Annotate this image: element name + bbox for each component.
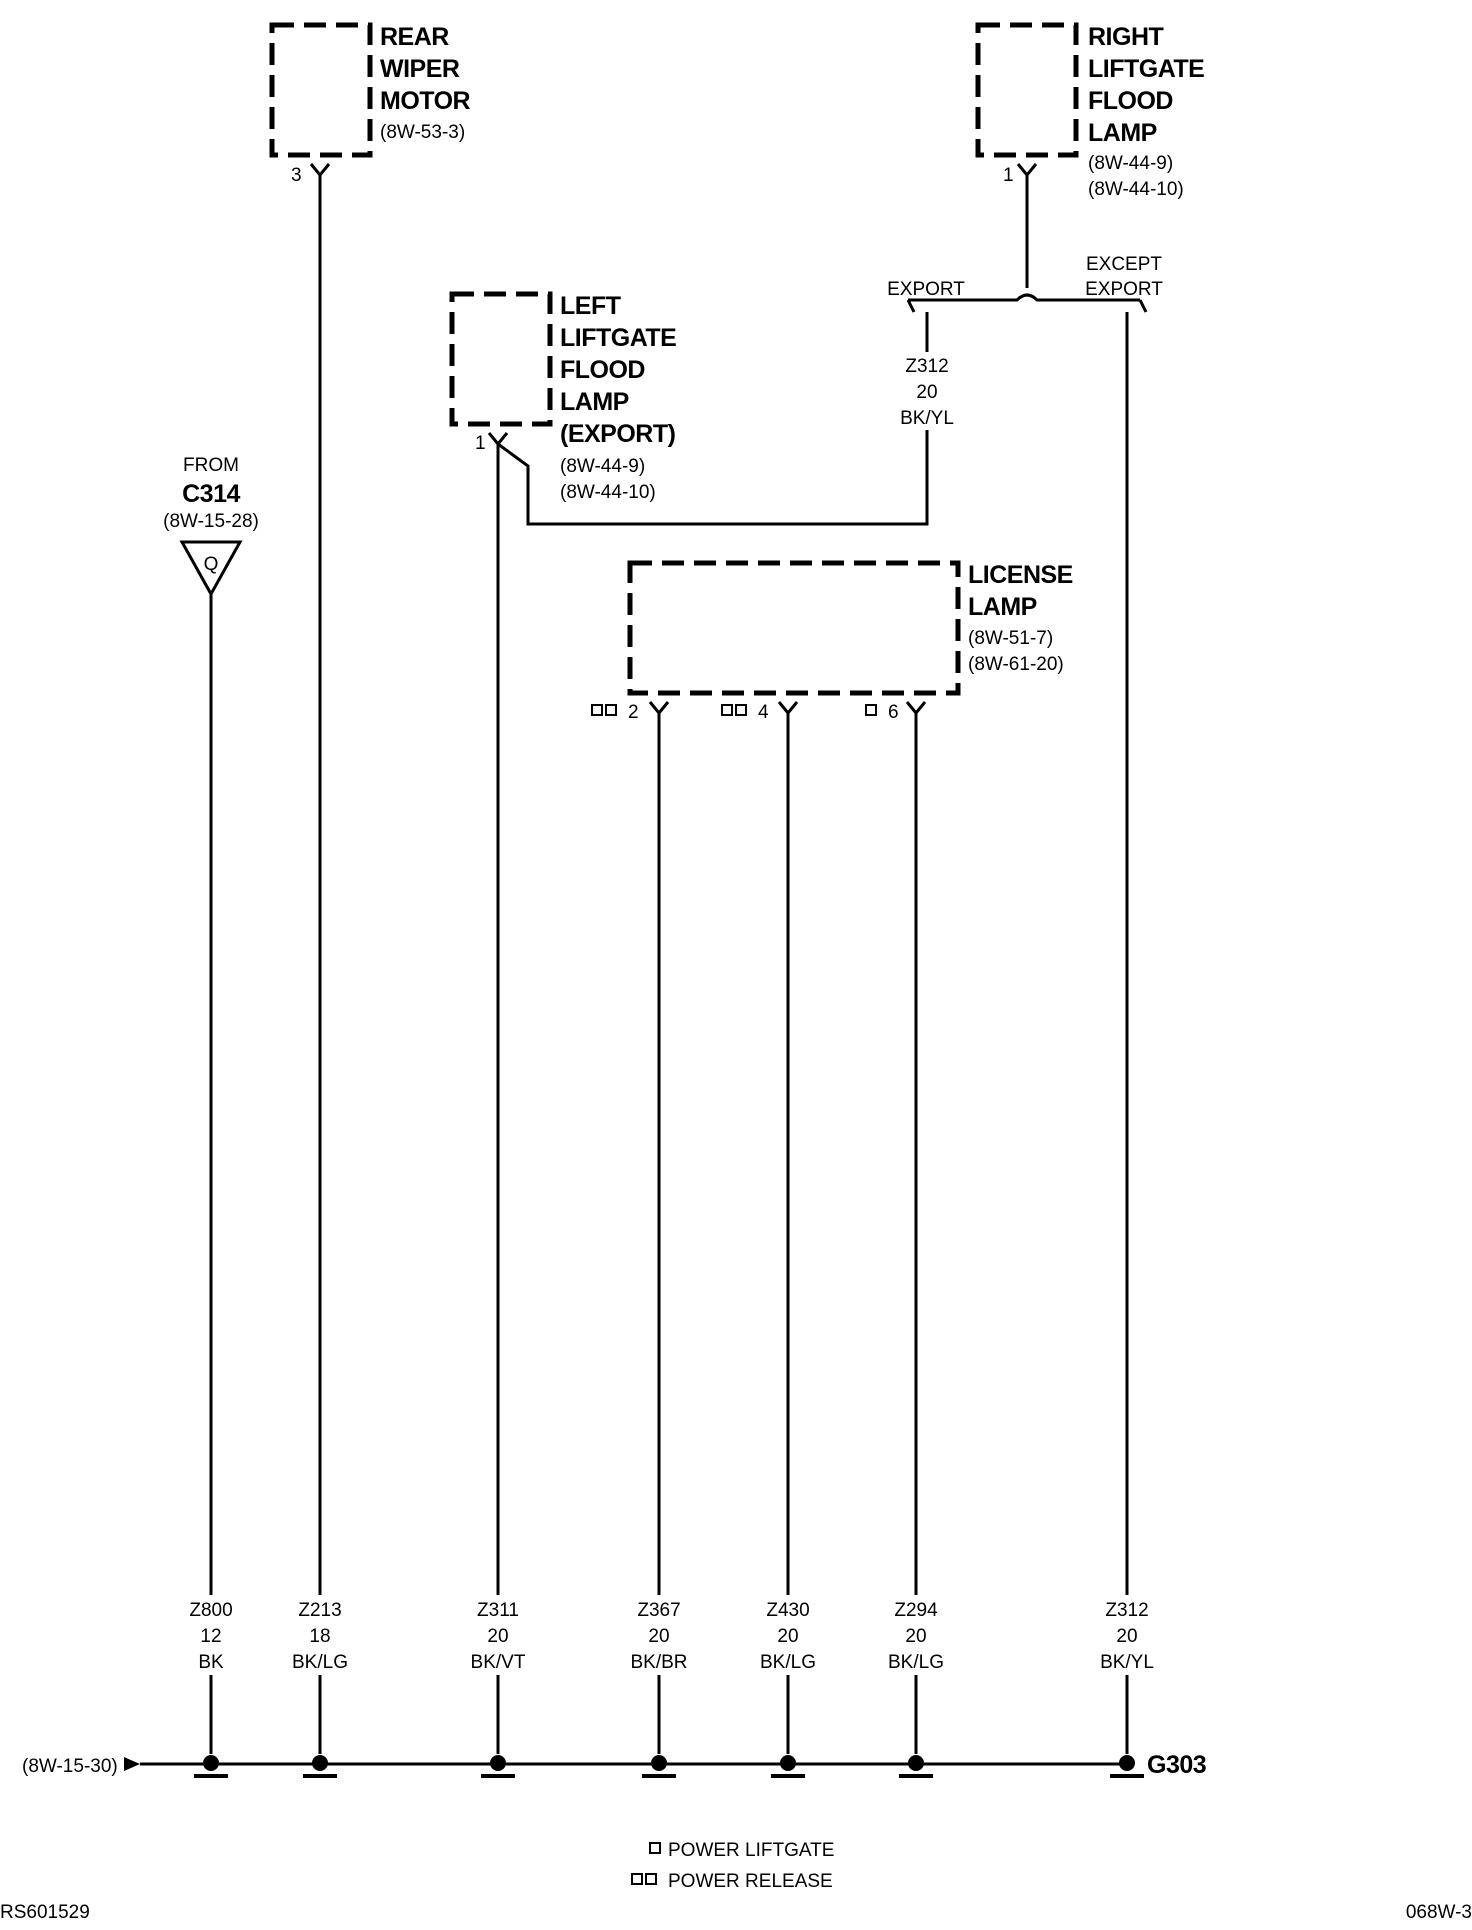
license-name-1: LICENSE [968,561,1073,589]
ground-continue-ref: (8W-15-30) [22,1756,118,1777]
mid-wire-gauge: 20 [916,382,937,403]
wire-id: Z311 [477,1600,519,1621]
wire-gauge: 20 [905,1626,926,1647]
mid-wire-id: Z312 [905,356,948,377]
legend: POWER LIFTGATE POWER RELEASE [631,1840,834,1892]
right-flood-name-4: LAMP [1088,119,1157,147]
split-export-label: EXPORT [887,279,965,300]
rear-wiper-motor: REAR WIPER MOTOR (8W-53-3) 3 [269,22,471,186]
c314-letter: Q [204,554,219,575]
wire-color: BK/LG [888,1652,944,1673]
footer-left: RS601529 [0,1902,90,1923]
wire-gauge: 20 [648,1626,669,1647]
wire-color: BK/LG [292,1652,348,1673]
legend-power-liftgate: POWER LIFTGATE [668,1840,834,1861]
wire-id: Z430 [766,1600,809,1621]
from-c314-connector: FROM C314 (8W-15-28) Q [163,455,259,598]
rear-wiper-name-1: REAR [380,23,449,51]
c314-ref: (8W-15-28) [163,511,259,532]
wire-id: Z367 [637,1600,680,1621]
left-flood-name-1: LEFT [560,292,621,320]
right-flood-pin: 1 [1003,165,1014,186]
rear-wiper-pin: 3 [291,165,302,186]
left-flood-name-3: FLOOD [560,356,645,384]
splice-dots [194,1755,1144,1778]
rear-wiper-ref: (8W-53-3) [380,122,465,143]
right-flood-ref-2: (8W-44-10) [1088,179,1184,200]
mid-wire-label: Z312 20 BK/YL [895,352,959,430]
license-name-2: LAMP [968,593,1037,621]
left-flood-name-4: LAMP [560,388,629,416]
mid-wire-color: BK/YL [900,408,954,429]
ground-id: G303 [1147,1751,1206,1779]
wire-color: BK/LG [760,1652,816,1673]
license-lamp: LICENSE LAMP (8W-51-7) (8W-61-20) 2 4 6 [591,560,1073,723]
rear-wiper-name-2: WIPER [380,55,460,83]
wires [209,175,1148,1754]
right-flood-ref-1: (8W-44-9) [1088,153,1173,174]
left-flood-ref-1: (8W-44-9) [560,456,645,477]
wire-id: Z800 [189,1600,232,1621]
legend-power-release: POWER RELEASE [668,1871,833,1892]
wire-color: BK/VT [471,1652,526,1673]
license-ref-2: (8W-61-20) [968,654,1064,675]
ground-bus: (8W-15-30) G303 [22,1751,1207,1779]
license-pin-6: 6 [888,702,899,723]
right-flood-name-2: LIFTGATE [1088,55,1204,83]
footer-right: 068W-3 [1406,1902,1472,1923]
wire-gauge: 20 [777,1626,798,1647]
license-ref-1: (8W-51-7) [968,628,1053,649]
right-flood-name-3: FLOOD [1088,87,1173,115]
left-flood-name-5: (EXPORT) [560,420,676,448]
wire-color: BK [198,1652,224,1673]
wire-gauge: 20 [1116,1626,1137,1647]
from-label: FROM [183,455,239,476]
wire-id: Z213 [298,1600,341,1621]
left-flood-ref-2: (8W-44-10) [560,482,656,503]
wire-labels: Z800 12 BK Z213 18 BK/LG Z311 20 BK/VT Z… [180,1595,1161,1675]
split-except-label-2: EXPORT [1085,279,1163,300]
wire-color: BK/YL [1100,1652,1154,1673]
left-liftgate-flood-lamp: LEFT LIFTGATE FLOOD LAMP (EXPORT) (8W-44… [449,291,677,503]
rear-wiper-name-3: MOTOR [380,87,471,115]
license-pin-4: 4 [758,702,769,723]
split-except-label-1: EXCEPT [1086,254,1162,275]
wire-gauge: 18 [309,1626,330,1647]
c314-label: C314 [182,480,240,508]
wire-id: Z294 [894,1600,938,1621]
left-flood-name-2: LIFTGATE [560,324,676,352]
wire-color: BK/BR [630,1652,687,1673]
wire-id: Z312 [1105,1600,1148,1621]
left-flood-pin: 1 [475,433,486,454]
license-pin-2: 2 [628,702,639,723]
wire-gauge: 12 [200,1626,221,1647]
wire-gauge: 20 [487,1626,508,1647]
right-liftgate-flood-lamp: RIGHT LIFTGATE FLOOD LAMP (8W-44-9) (8W-… [975,22,1205,200]
right-flood-name-1: RIGHT [1088,23,1164,51]
